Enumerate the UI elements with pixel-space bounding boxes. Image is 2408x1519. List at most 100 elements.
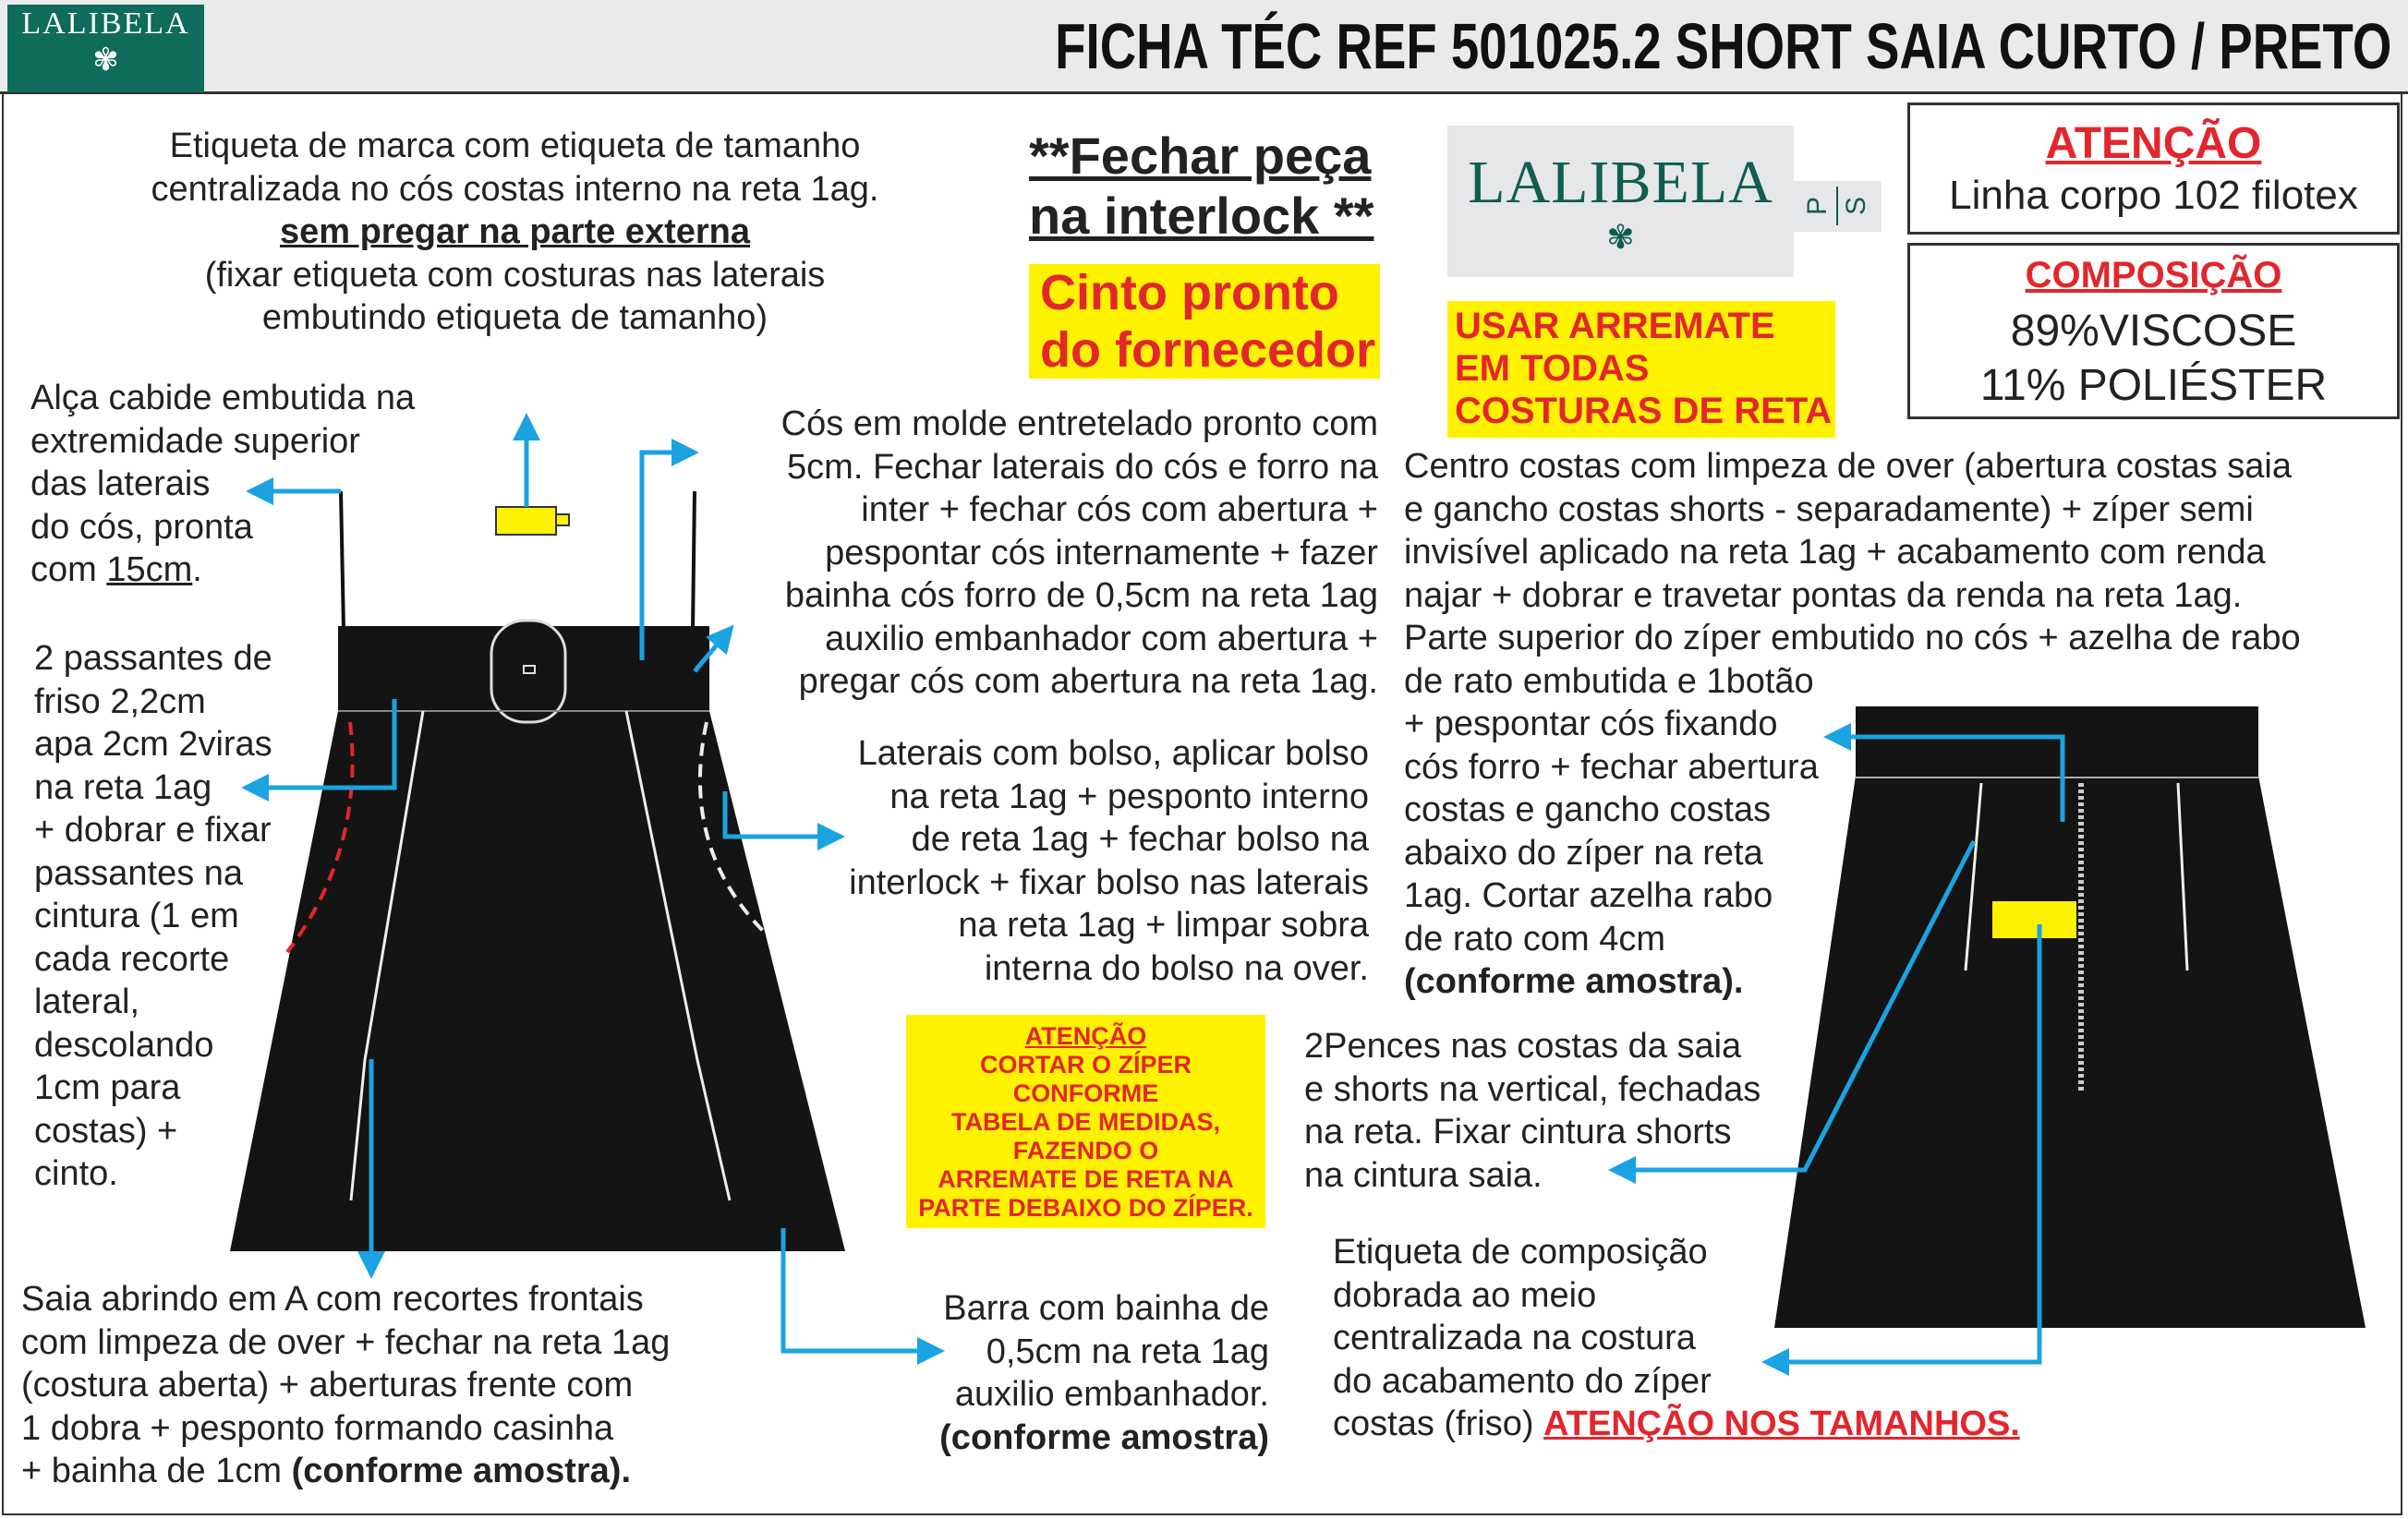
text-line: 89%VISCOSE [2010,307,2297,356]
text-line: FAZENDO O [1012,1137,1159,1164]
text-line: friso 2,2cm [34,681,206,721]
text-line: (costura aberta) + aberturas frente com [21,1366,634,1404]
text-line: 5cm. Fechar laterais do cós e forro na [787,447,1378,487]
text-line: cós forro + fechar abertura [1404,747,1819,787]
text-line: **Fechar peça [1029,127,1372,185]
arrow-strap [639,439,699,660]
text-line: cada recorte [34,939,230,979]
hanger-tag [495,506,557,536]
text-line: ATENÇÃO [2045,119,2262,168]
text-line: . [192,550,202,589]
text-line: (fixar etiqueta com costuras nas laterai… [204,255,826,295]
hanger-strap-left [339,490,345,631]
text-line: e gancho costas shorts - separadamente) … [1404,489,2254,529]
front-skirt-drawing [230,490,845,1251]
text-line: CORTAR O ZÍPER [980,1051,1192,1079]
text-line: na reta 1ag + pesponto interno [889,777,1369,816]
interlock-note: **Fechar peça na interlock ** [1029,126,1373,246]
text-line: invisível aplicado na reta 1ag + acabame… [1404,533,2266,572]
text-line: Centro costas com limpeza de over (abert… [1404,447,2292,486]
text-line: descolando [34,1025,214,1065]
text-line: najar + dobrar e travetar pontas da rend… [1404,575,2243,615]
front-skirt-body [230,711,845,1251]
size-tab: P S [1794,181,1882,232]
arrow-waistband [693,624,734,673]
text-line: Cinto pronto [1040,265,1339,320]
brand-logo: LALIBELA ✾ [7,5,204,92]
text-line: TABELA DE MEDIDAS, [950,1108,1220,1136]
back-waistband [1856,706,2258,776]
text-line: Cós em molde entretelado pronto com [780,404,1378,443]
text-line: na reta 1ag [34,767,212,807]
text-line: com limpeza de over + fechar na reta 1ag [21,1322,671,1362]
back-center-note: Centro costas com limpeza de over (abert… [1404,445,2301,1004]
text-line: de rato com 4cm [1404,919,1665,958]
hanger-strap-right [691,490,696,631]
text-line: dobrada ao meio [1333,1275,1597,1315]
text-line: 1 dobra + pesponto formando casinha [21,1408,614,1448]
text-line: ATENÇÃO [1024,1022,1147,1050]
text-line: centralizada no cós costas interno na re… [151,169,879,209]
text-line: 11% POLIÉSTER [1979,361,2328,410]
front-seam-right [624,710,732,1201]
text-line: S [1841,196,1872,216]
text-line: Etiqueta de composição [1333,1233,1708,1272]
front-seam-left [349,710,425,1201]
text-line: costas e gancho costas [1404,790,1772,829]
text-line: LALIBELA [1468,149,1773,216]
text-line: Saia abrindo em A com recortes frontais [21,1280,644,1319]
brand-label: LALIBELA ✾ [1447,126,1794,277]
text-line: Barra com bainha de [943,1289,1269,1328]
pocket-note: Laterais com bolso, aplicar bolso na reta… [739,732,1369,990]
text-line: USAR ARREMATE [1455,306,1775,346]
callout-arrows [241,413,2065,1376]
logo-text: LALIBELA [21,6,190,41]
text-line: com [30,550,107,589]
text-line: 15cm [106,550,193,589]
text-line: pregar cós com abertura na reta 1ag. [798,662,1378,701]
text-line: centralizada na costura [1333,1319,1696,1357]
text-line: 2Pences nas costas da saia [1304,1027,1742,1066]
bee-icon: ✾ [1606,218,1635,256]
text-line: pespontar cós internamente + fazer [825,533,1378,573]
text-line: na cintura saia. [1304,1155,1543,1195]
header: LALIBELA ✾ FICHA TÉC REF 501025.2 SHORT … [0,0,2408,94]
label-note: Etiqueta de marca com etiqueta de tamanh… [92,125,938,340]
arrow-composition-label [1761,924,2042,1376]
text-line: costas (friso) [1333,1404,1544,1443]
text-line: de rato embutida e 1botão [1404,661,1814,701]
text-line: costas) + [34,1111,178,1151]
dart-right [2176,782,2189,971]
text-line: apa 2cm 2viras [34,725,272,764]
pocket-dashed-white [697,721,770,938]
arrow-loops [241,699,397,802]
text-line: na reta. Fixar cintura shorts [1304,1113,1732,1151]
arrow-hem [780,1228,945,1365]
text-line: das laterais [30,464,211,503]
arrow-darts [1608,839,1977,1184]
text-line: COSTURAS DE RETA [1455,391,1833,431]
text-line: COMPOSIÇÃO [2025,255,2282,295]
page-title: FICHA TÉC REF 501025.2 SHORT SAIA CURTO … [1054,10,2391,82]
text-line: Etiqueta de marca com etiqueta de tamanh… [169,127,861,165]
composition-label [1992,901,2076,938]
text-line: (conforme amostra). [291,1452,631,1490]
text-line: na reta 1ag + limpar sobra [958,906,1369,945]
hanger-note: Alça cabide embutida na extremidade supe… [30,377,415,592]
text-line: de reta 1ag + fechar bolso na [911,820,1369,859]
text-line: ARREMATE DE RETA NA [938,1165,1234,1193]
text-line: cintura (1 em [34,897,239,935]
text-line: Laterais com bolso, aplicar bolso [857,734,1369,773]
text-line: do cós, pronta [30,507,253,547]
text-line: lateral, [34,983,140,1021]
text-line: do fornecedor [1040,322,1376,378]
waistband-note: Cós em molde entretelado pronto com 5cm. … [702,403,1378,704]
text-line: embutindo etiqueta de tamanho) [261,298,768,337]
text-line: 0,5cm na reta 1ag [986,1332,1269,1371]
